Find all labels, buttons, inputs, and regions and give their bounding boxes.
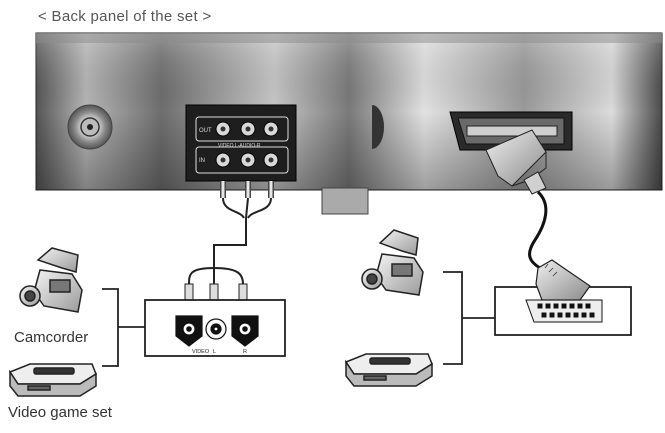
rca-jack-icon bbox=[175, 315, 259, 347]
video-game-console-icon bbox=[344, 353, 433, 387]
video-game-set-label: Video game set bbox=[8, 404, 112, 421]
rca-cable bbox=[184, 181, 274, 303]
scart-plug-icon bbox=[485, 129, 547, 195]
av-jack-label-r: R bbox=[243, 349, 247, 355]
left-device-bracket bbox=[102, 288, 145, 367]
camcorder-label: Camcorder bbox=[14, 329, 89, 346]
scart-plug-icon bbox=[535, 259, 591, 301]
video-game-console-right bbox=[344, 353, 433, 387]
scart-socket-icon bbox=[525, 299, 603, 323]
camcorder-icon bbox=[19, 247, 83, 313]
camcorder-right bbox=[361, 229, 424, 296]
camcorder-icon bbox=[361, 229, 424, 296]
av-jack-label-l: L bbox=[213, 349, 216, 355]
right-device-bracket bbox=[443, 271, 495, 365]
video-game-console-icon bbox=[8, 363, 97, 397]
jack-header-label: VIDEO L-AUDIO-R bbox=[218, 143, 261, 149]
scart-cable bbox=[528, 190, 548, 270]
scart-input-box bbox=[494, 259, 632, 336]
out-label: OUT bbox=[199, 128, 212, 134]
scart-socket-icon bbox=[449, 111, 573, 151]
camcorder-left bbox=[19, 247, 83, 313]
in-label: IN bbox=[199, 158, 205, 164]
av-jack-label-video: VIDEO bbox=[192, 349, 210, 355]
av-input-box: VIDEO L R bbox=[144, 299, 286, 357]
antenna-jack-icon bbox=[67, 104, 113, 150]
av-jack-block: OUT IN VIDEO L-AUDIO-R bbox=[185, 104, 297, 182]
diagram-title: < Back panel of the set > bbox=[38, 8, 212, 25]
video-game-console-left bbox=[8, 363, 97, 397]
